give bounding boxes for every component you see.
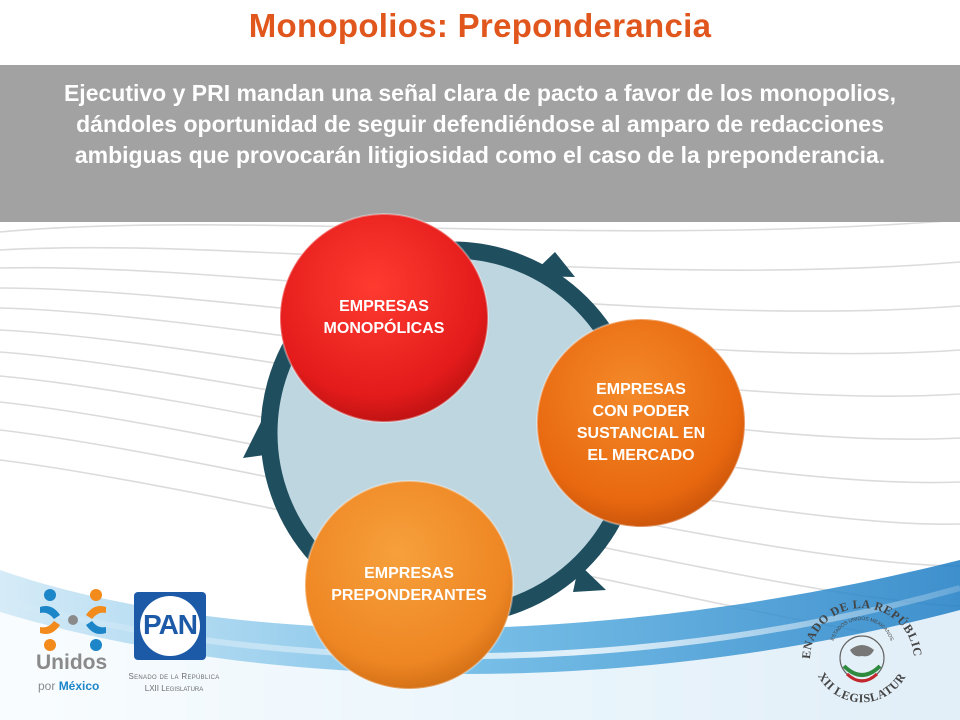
unidos-title: Unidos <box>36 651 108 674</box>
node-circle-poder-sustancial <box>536 318 746 528</box>
node-label: EMPRESAS PREPONDERANTES <box>331 565 487 604</box>
node-monopolicas: EMPRESAS MONOPÓLICAS <box>280 214 488 422</box>
node-preponderantes: EMPRESAS PREPONDERANTES <box>305 481 513 689</box>
node-label: EMPRESAS CON PODER SUSTANCIAL EN EL MERC… <box>576 381 706 464</box>
banner-text: Ejecutivo y PRI mandan una señal clara d… <box>63 80 897 168</box>
unidos-logo: Unidos por México <box>30 585 120 710</box>
unidos-por: por <box>38 679 56 693</box>
node-label: EMPRESAS MONOPÓLICAS <box>323 298 445 337</box>
pan-circle <box>140 596 200 656</box>
cycle-arrow-icon <box>573 564 606 592</box>
senate-seal: SENADO DE LA REPÚBLICA LXII LEGISLATURA … <box>792 580 924 705</box>
unidos-mexico: México <box>58 679 100 693</box>
pan-logo: PAN Senado de la República LXII Legislat… <box>120 592 228 702</box>
pan-square: PAN <box>134 592 206 660</box>
pan-mark: PAN <box>142 609 198 640</box>
unidos-people-icon <box>40 589 106 651</box>
pan-caption-1: Senado de la República <box>128 672 220 681</box>
summary-banner: Ejecutivo y PRI mandan una señal clara d… <box>0 65 960 222</box>
node-circle-preponderantes <box>304 480 514 690</box>
seal-text-inner: ESTADOS UNIDOS MEXICANOS <box>830 616 895 642</box>
cycle-arrow-icon <box>530 252 575 277</box>
unidos-subtitle: por México <box>38 679 99 693</box>
node-circle-monopolicas <box>279 213 489 423</box>
page-title: Monopolios: Preponderancia <box>248 7 712 44</box>
cycle-arrow-icon <box>243 420 272 458</box>
svg-text:ESTADOS UNIDOS MEXICANOS: ESTADOS UNIDOS MEXICANOS <box>830 616 895 642</box>
seal-emblem-icon <box>839 635 885 683</box>
pan-caption-2: LXII Legislatura <box>144 684 204 693</box>
node-poder-sustancial: EMPRESAS CON PODER SUSTANCIAL EN EL MERC… <box>537 319 745 527</box>
